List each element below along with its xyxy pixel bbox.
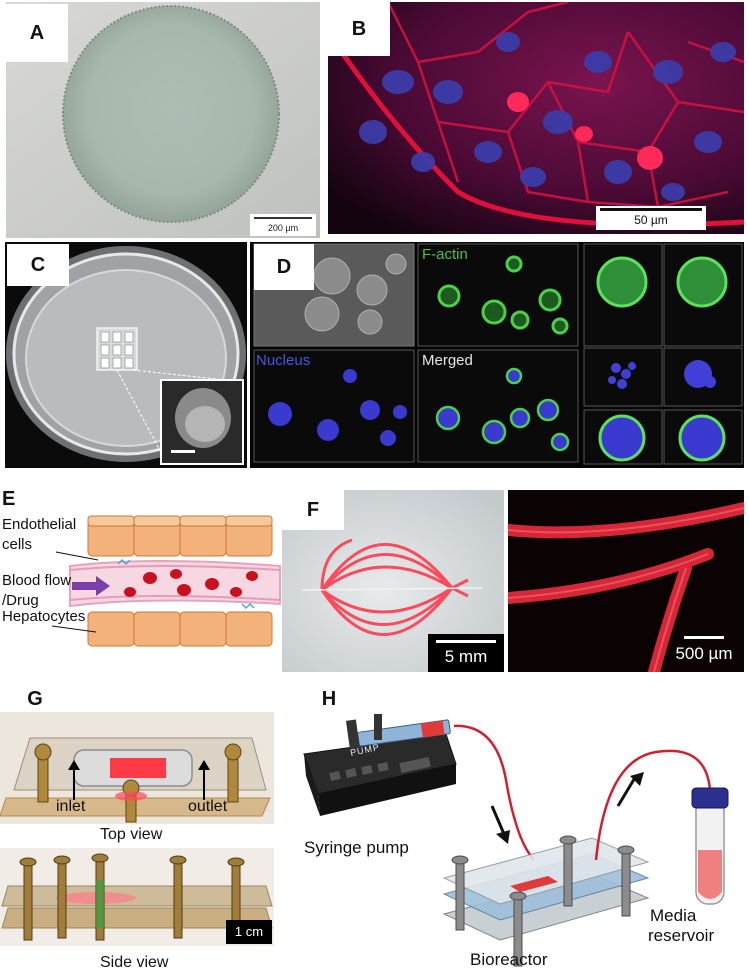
bioreactor-label: Bioreactor xyxy=(470,950,548,969)
f-actin-label: F-actin xyxy=(422,246,468,263)
panel-g-top-photo: inlet outlet xyxy=(0,712,274,824)
panel-d: D F-actin Nucleus Merged xyxy=(250,242,744,468)
scale-label-f-right: 500 µm xyxy=(675,644,733,663)
media-reservoir-label-line2: reservoir xyxy=(648,926,715,945)
blood-flow-label-line1: Blood flow xyxy=(2,572,72,589)
panel-label-g: G xyxy=(22,686,48,712)
panel-f-left: F 5 mm xyxy=(282,490,504,672)
syringe-pump-label: Syringe pump xyxy=(304,838,409,857)
side-view-caption: Side view xyxy=(100,954,169,971)
endothelial-label-line2: cells xyxy=(2,536,33,553)
spheroid-fluorescence-grid xyxy=(250,242,744,468)
scale-bar-f-right: 500 µm xyxy=(666,632,742,670)
media-reservoir-label-line1: Media xyxy=(650,906,697,925)
scale-label-f-left: 5 mm xyxy=(444,647,488,666)
scale-label-b: 50 µm xyxy=(634,213,668,227)
panel-label-b: B xyxy=(328,2,390,56)
confocal-spheroid-image xyxy=(328,2,744,234)
nucleus-label: Nucleus xyxy=(256,352,311,369)
petri-dish-photo xyxy=(5,242,247,468)
panel-e: E xyxy=(0,480,290,660)
panel-label-d: D xyxy=(254,244,314,290)
panel-label-f: F xyxy=(282,490,344,530)
panel-f-right: 500 µm xyxy=(508,490,744,672)
hepatocytes-label: Hepatocytes xyxy=(2,608,86,625)
panel-c: C xyxy=(5,242,247,468)
panel-a: A 200 µm xyxy=(6,2,320,238)
perfusion-setup-diagram xyxy=(303,714,729,967)
endothelial-label-line1: Endothelial xyxy=(2,516,77,533)
scale-bar-b: 50 µm xyxy=(596,206,706,230)
panel-label-e: E xyxy=(2,486,30,512)
top-view-caption: Top view xyxy=(100,826,163,843)
scale-bar-g: 1 cm xyxy=(226,920,272,944)
inlet-label: inlet xyxy=(56,798,86,815)
liver-sinusoid-diagram xyxy=(51,515,281,647)
panel-g-side-photo: 1 cm xyxy=(0,848,274,946)
outlet-label: outlet xyxy=(188,798,228,815)
panel-label-a: A xyxy=(6,4,68,62)
vessel-fluorescence-image xyxy=(508,490,744,672)
scale-label-a: 200 µm xyxy=(267,223,299,233)
blood-flow-label-line2: /Drug xyxy=(2,592,39,609)
scale-label-g: 1 cm xyxy=(234,924,264,939)
spheroid-brightfield-image xyxy=(6,2,320,238)
panel-h: PUMP Syringe pump Bioreactor Media reser… xyxy=(296,700,748,976)
bioreactor-top-view-photo xyxy=(0,712,274,824)
panel-b: B 50 µm xyxy=(328,2,744,234)
bioreactor-side-view-photo xyxy=(0,848,274,946)
panel-label-h: H xyxy=(316,686,342,712)
panel-label-c: C xyxy=(7,244,69,286)
merged-label: Merged xyxy=(422,352,473,369)
scale-bar-a: 200 µm xyxy=(250,214,316,236)
scale-bar-f-left: 5 mm xyxy=(428,634,504,672)
